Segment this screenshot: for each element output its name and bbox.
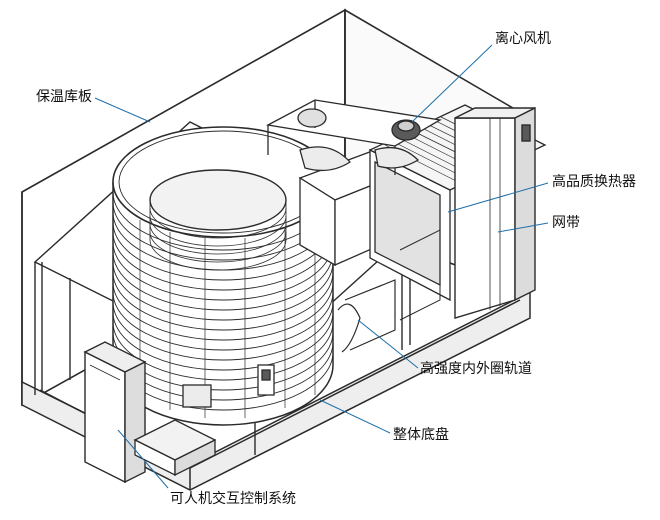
mesh-belt-column xyxy=(454,106,536,319)
leader-heat-exchanger xyxy=(447,182,549,213)
label-centrifugal-fan: 离心风机 xyxy=(495,31,551,47)
track-rails xyxy=(337,229,441,353)
spiral-drum xyxy=(112,126,334,426)
label-hmi-control: 可人机交互控制系统 xyxy=(170,491,296,507)
leader-track xyxy=(357,319,419,369)
leader-hmi-control xyxy=(117,429,169,489)
centrifugal-fan xyxy=(265,99,442,175)
label-heat-exchanger: 高品质换热器 xyxy=(552,174,636,190)
loading-station xyxy=(133,364,275,477)
label-track: 高强度内外圈轨道 xyxy=(420,361,532,377)
control-cabinet xyxy=(83,341,147,484)
leader-centrifugal-fan xyxy=(411,44,493,123)
leader-insulated-panel xyxy=(94,97,151,123)
leader-mesh-belt xyxy=(497,222,549,233)
leader-chassis xyxy=(319,399,391,434)
label-mesh-belt: 网带 xyxy=(552,215,580,231)
leader-lines xyxy=(94,44,549,489)
label-chassis: 整体底盘 xyxy=(393,427,449,443)
label-insulated-panel: 保温库板 xyxy=(36,89,92,105)
